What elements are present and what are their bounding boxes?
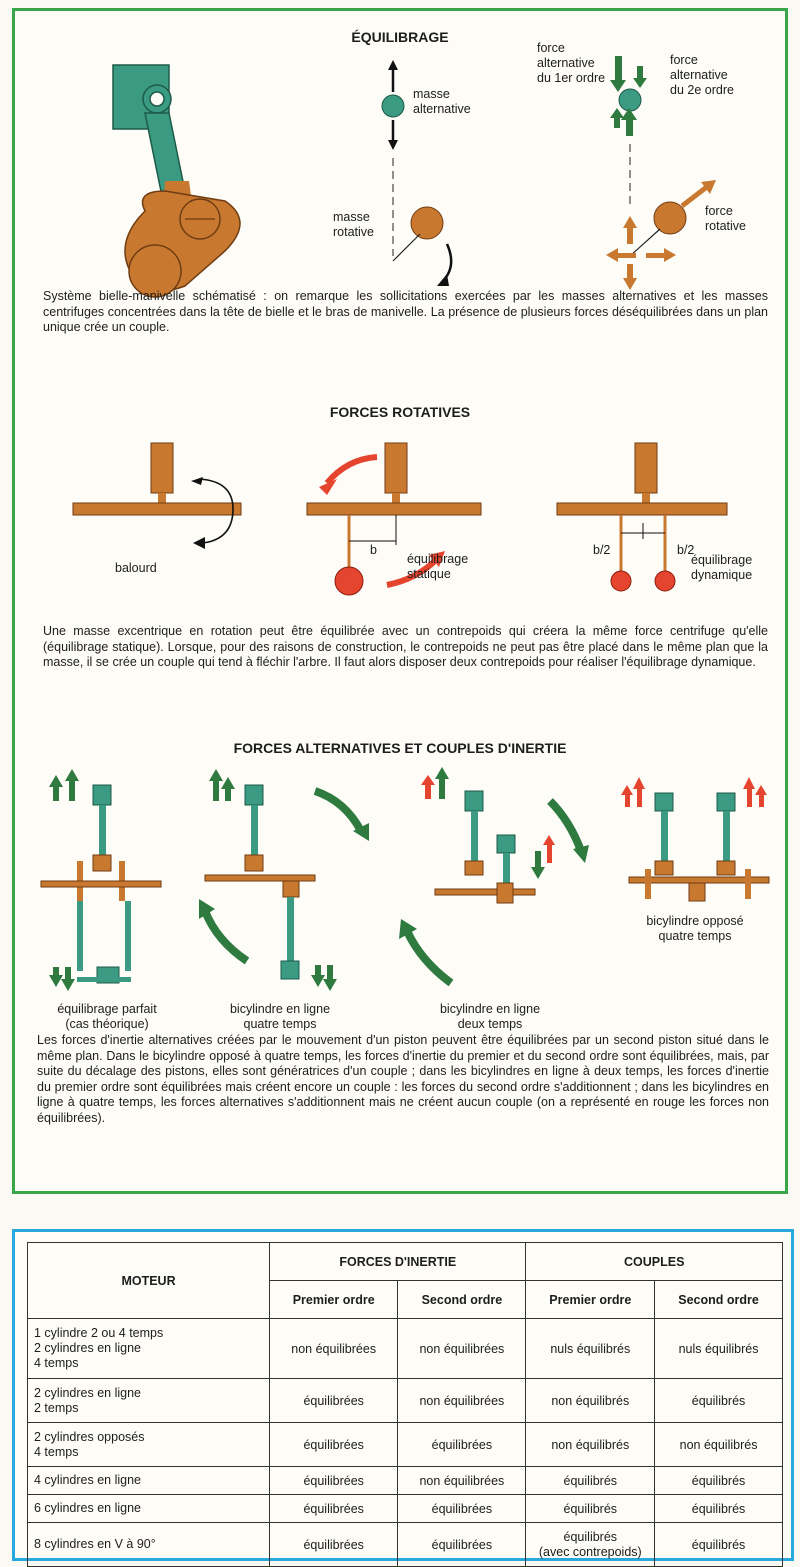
label-bicylindre-ligne-2t-1: bicylindre en ligne <box>439 1002 541 1016</box>
row-value: équilibrées <box>269 1466 399 1495</box>
row-value: équilibrés <box>654 1522 783 1567</box>
label-bicylindre-ligne-4t-1: bicylindre en ligne <box>229 1002 331 1016</box>
row-value: non équilibrées <box>397 1318 527 1379</box>
row-value: équilibrées <box>269 1494 399 1523</box>
equilibrage-panel: ÉQUILIBRAGE masse alternative masse rota… <box>12 8 788 1194</box>
row-value: équilibrés(avec contrepoids) <box>525 1522 656 1567</box>
label-bicylindre-oppose-2: quatre temps <box>658 929 732 943</box>
label-equilibrage-parfait-1: équilibrage parfait <box>57 1002 157 1016</box>
table-panel: MOTEUR FORCES D'INERTIE COUPLES Premier … <box>12 1229 794 1567</box>
label-equilibrage-statique-2: statique <box>407 567 451 581</box>
row-value: équilibrés <box>525 1466 656 1495</box>
row-value: équilibrées <box>269 1522 399 1567</box>
label-equilibrage-parfait-2: (cas théorique) <box>65 1017 149 1031</box>
row-moteur: 4 cylindres en ligne <box>26 1466 271 1495</box>
label-masse-alternative-1: masse <box>413 87 450 101</box>
crank-rod-illustration <box>112 64 241 298</box>
label-force-alt-2e-1: force <box>670 53 698 67</box>
row-value: équilibrées <box>397 1422 527 1467</box>
label-force-alt-1er-1: force <box>537 41 565 55</box>
label-force-alt-1er-2: alternative <box>537 56 595 70</box>
label-b: b <box>370 543 377 557</box>
row-value: équilibrés <box>654 1378 783 1423</box>
label-b2-left: b/2 <box>593 543 611 557</box>
table-row: 6 cylindres en ligne équilibrées équilib… <box>26 1494 783 1523</box>
row-value: équilibrés <box>654 1466 783 1495</box>
row-value: non équilibrées <box>397 1378 527 1423</box>
balance-table: MOTEUR FORCES D'INERTIE COUPLES Premier … <box>26 1242 783 1567</box>
label-masse-alternative-2: alternative <box>413 102 471 116</box>
label-equilibrage-dynamique-2: dynamique <box>691 568 753 582</box>
masse-alternative-diagram <box>381 60 405 256</box>
caption-forces-rotatives: Une masse excentrique en rotation peut ê… <box>43 624 768 669</box>
label-bicylindre-ligne-4t-2: quatre temps <box>243 1017 317 1031</box>
equilibrage-statique-diagram <box>306 442 482 596</box>
label-b2-right: b/2 <box>677 543 695 557</box>
row-value: équilibrées <box>397 1522 527 1567</box>
row-value: équilibrés <box>654 1494 783 1523</box>
caption-forces-alternatives: Les forces d'inertie alternatives créées… <box>37 1033 769 1125</box>
label-bicylindre-oppose-1: bicylindre opposé <box>646 914 744 928</box>
row-value: non équilibrées <box>269 1318 399 1379</box>
label-equilibrage-dynamique-1: équilibrage <box>691 553 753 567</box>
header-couples-second: Second ordre <box>654 1280 783 1319</box>
row-value: nuls équilibrés <box>654 1318 783 1379</box>
row-value: équilibrées <box>397 1494 527 1523</box>
section-title-forces-rotatives: FORCES ROTATIVES <box>329 404 471 420</box>
equilibrage-dynamique-diagram <box>556 442 728 592</box>
bicylindre-ligne-2t-diagram <box>399 767 589 987</box>
row-value: équilibrées <box>269 1422 399 1467</box>
balourd-diagram <box>72 442 242 549</box>
equilibrage-parfait-diagram <box>40 769 162 991</box>
label-force-rotative-1: force <box>705 204 733 218</box>
bicylindre-oppose-diagram <box>621 777 770 902</box>
masse-rotative-diagram <box>392 206 453 286</box>
header-forces-inertie: FORCES D'INERTIE <box>269 1242 527 1281</box>
row-value: non équilibrés <box>525 1422 656 1467</box>
bicylindre-ligne-4t-diagram <box>199 769 369 991</box>
table-row: 4 cylindres en ligne équilibrées non équ… <box>26 1466 783 1495</box>
row-value: non équilibrés <box>654 1422 783 1467</box>
section-title-forces-alternatives: FORCES ALTERNATIVES ET COUPLES D'INERTIE <box>233 740 567 756</box>
label-equilibrage-statique-1: équilibrage <box>407 552 469 566</box>
label-force-alt-1er-3: du 1er ordre <box>537 71 606 85</box>
header-forces-premier: Premier ordre <box>269 1280 399 1319</box>
caption-equilibrage: Système bielle-manivelle schématisé : on… <box>43 289 768 334</box>
row-moteur: 6 cylindres en ligne <box>26 1494 271 1523</box>
row-moteur: 8 cylindres en V à 90° <box>26 1522 271 1567</box>
table-row: 8 cylindres en V à 90° équilibrées équil… <box>26 1522 783 1567</box>
label-balourd: balourd <box>115 561 157 575</box>
row-value: non équilibrées <box>397 1466 527 1495</box>
label-force-alt-2e-2: alternative <box>670 68 728 82</box>
header-forces-second: Second ordre <box>397 1280 527 1319</box>
label-force-alt-2e-3: du 2e ordre <box>670 83 734 97</box>
row-value: équilibrées <box>269 1378 399 1423</box>
row-value: nuls équilibrés <box>525 1318 656 1379</box>
forces-alternatives-diagram <box>606 56 716 290</box>
header-couples-premier: Premier ordre <box>525 1280 656 1319</box>
header-moteur: MOTEUR <box>26 1242 271 1319</box>
label-masse-rotative-2: rotative <box>333 225 374 239</box>
header-couples: COUPLES <box>525 1242 783 1281</box>
row-value: équilibrés <box>525 1494 656 1523</box>
label-masse-rotative-1: masse <box>333 210 370 224</box>
label-force-rotative-2: rotative <box>705 219 746 233</box>
section-title-equilibrage: ÉQUILIBRAGE <box>351 29 449 45</box>
row-value: non équilibrés <box>525 1378 656 1423</box>
label-bicylindre-ligne-2t-2: deux temps <box>457 1017 523 1031</box>
